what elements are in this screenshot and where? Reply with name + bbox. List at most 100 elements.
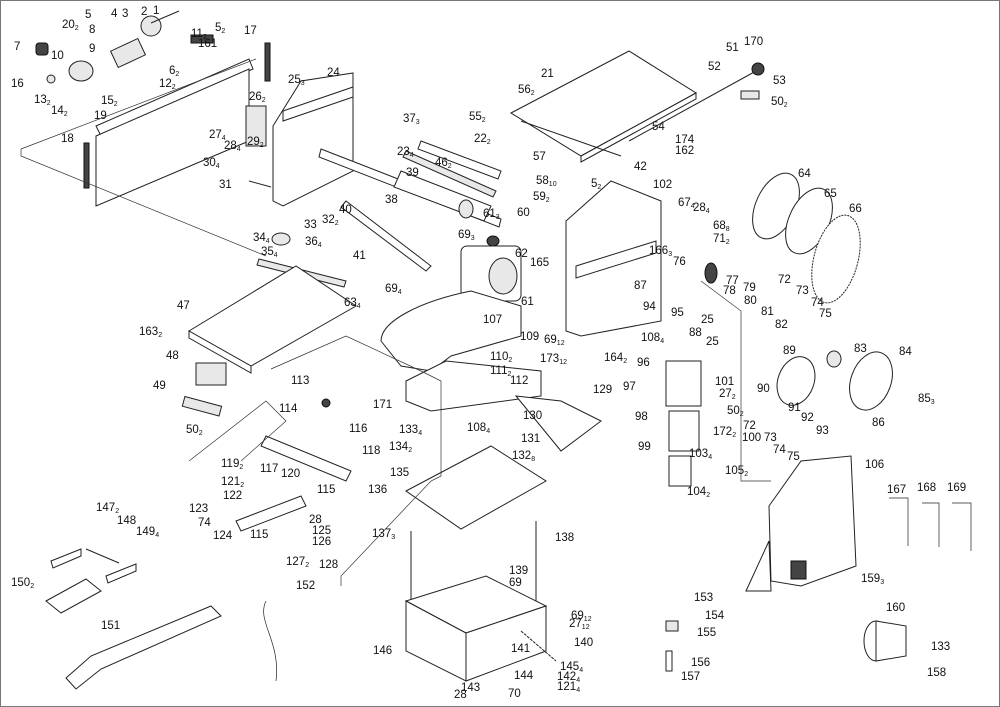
hex-keys	[889, 497, 972, 551]
callout-136: 136	[368, 484, 388, 496]
callout-35: 354	[261, 246, 278, 259]
callout-164: 1642	[604, 352, 628, 365]
callout-124: 124	[213, 530, 233, 542]
table-135	[405, 445, 547, 530]
callout-106: 106	[865, 459, 885, 471]
handle-147-b	[105, 563, 137, 584]
cover-106	[745, 455, 857, 592]
callout-99: 99	[638, 441, 651, 453]
callout-135: 135	[390, 467, 410, 479]
hex-key-167	[889, 497, 909, 546]
callout-165: 165	[530, 257, 550, 269]
callout-2: 2	[141, 6, 148, 18]
callout-112: 112	[510, 375, 529, 387]
callout-30: 304	[203, 157, 220, 170]
table-edge-47	[188, 330, 252, 374]
callout-31: 31	[219, 179, 232, 191]
callout-21: 21	[541, 68, 554, 80]
callout-15: 152	[101, 95, 118, 108]
callout-168: 168	[917, 482, 937, 494]
callout-75: 75	[819, 308, 832, 320]
group-lines	[20, 58, 771, 586]
callout-123: 123	[189, 503, 209, 515]
callout-59: 592	[533, 191, 550, 204]
rod-1	[150, 10, 180, 24]
roller-22	[417, 140, 502, 180]
callout-50: 502	[186, 424, 203, 437]
fence-bracket-10	[68, 60, 94, 82]
pulley-76	[704, 262, 718, 284]
callout-113: 113	[291, 375, 310, 387]
callout-34: 344	[253, 232, 270, 245]
callout-41: 41	[353, 250, 366, 262]
callout-29: 292	[247, 136, 264, 149]
callout-111: 1112	[490, 365, 512, 378]
frame-24	[272, 72, 354, 207]
callout-28b: 284	[693, 202, 710, 215]
callout-118: 118	[362, 445, 381, 457]
callout-64: 64	[798, 168, 811, 180]
callout-12: 122	[159, 78, 176, 91]
knob-7	[35, 42, 49, 56]
callout-121: 1212	[221, 476, 245, 489]
callout-36: 364	[305, 236, 322, 249]
callout-83: 83	[854, 343, 867, 355]
fence-end-strip-18	[83, 142, 90, 189]
callout-65: 65	[824, 188, 837, 200]
fence-clamp-9	[109, 37, 147, 69]
callout-75b: 75	[787, 451, 800, 463]
callout-97: 97	[623, 381, 636, 393]
callout-10: 10	[51, 50, 64, 62]
callout-88: 88	[689, 327, 702, 339]
callout-51: 51	[726, 42, 739, 54]
callout-116: 116	[349, 423, 368, 435]
callout-5c: 52	[591, 178, 602, 191]
callout-73b: 73	[764, 432, 777, 444]
callout-16: 16	[11, 78, 24, 90]
callout-74: 74	[811, 297, 824, 309]
table-top-21	[509, 50, 697, 157]
callout-73: 73	[796, 285, 809, 297]
pulley-train	[704, 172, 893, 411]
callout-11: 112	[191, 28, 207, 41]
callout-110: 1102	[490, 351, 513, 364]
sprocket-84	[849, 351, 893, 411]
roller-41-shaft	[340, 200, 432, 272]
callout-71: 712	[713, 233, 730, 246]
cover-vent	[790, 560, 807, 580]
callout-52: 52	[708, 61, 721, 73]
callout-72: 72	[778, 274, 791, 286]
pulley-62	[486, 235, 500, 247]
callout-127: 1272	[286, 556, 310, 569]
callout-108b: 1084	[467, 422, 491, 435]
bracket-26	[245, 105, 267, 147]
gear-60	[458, 199, 474, 219]
callout-126: 126	[312, 536, 332, 548]
guard-118	[260, 435, 352, 482]
callout-100: 100	[742, 432, 762, 444]
switch-box-96	[665, 360, 702, 407]
callout-115b: 115	[250, 529, 269, 541]
callout-140: 140	[574, 637, 594, 649]
callout-154: 154	[705, 610, 725, 622]
callout-143: 143	[461, 682, 481, 694]
callout-117: 117	[260, 463, 279, 475]
chain-66	[811, 214, 861, 304]
handle-147-a	[50, 548, 82, 569]
callout-37: 373	[403, 113, 420, 126]
rollers-cutterhead	[256, 140, 502, 288]
table-21	[509, 50, 765, 163]
stand-front-146	[465, 605, 547, 682]
callout-28c: 28	[309, 514, 322, 526]
callout-156: 156	[691, 657, 711, 669]
knob-113	[321, 398, 331, 408]
callout-137: 1373	[372, 528, 396, 541]
callout-153: 153	[694, 592, 714, 604]
washer-16	[46, 74, 56, 84]
callout-27c: 2712	[569, 618, 590, 631]
fence-end-strip-17	[264, 42, 271, 82]
sprocket-90	[776, 356, 816, 406]
callout-125: 125	[312, 525, 332, 537]
callout-69: 693	[458, 229, 475, 242]
